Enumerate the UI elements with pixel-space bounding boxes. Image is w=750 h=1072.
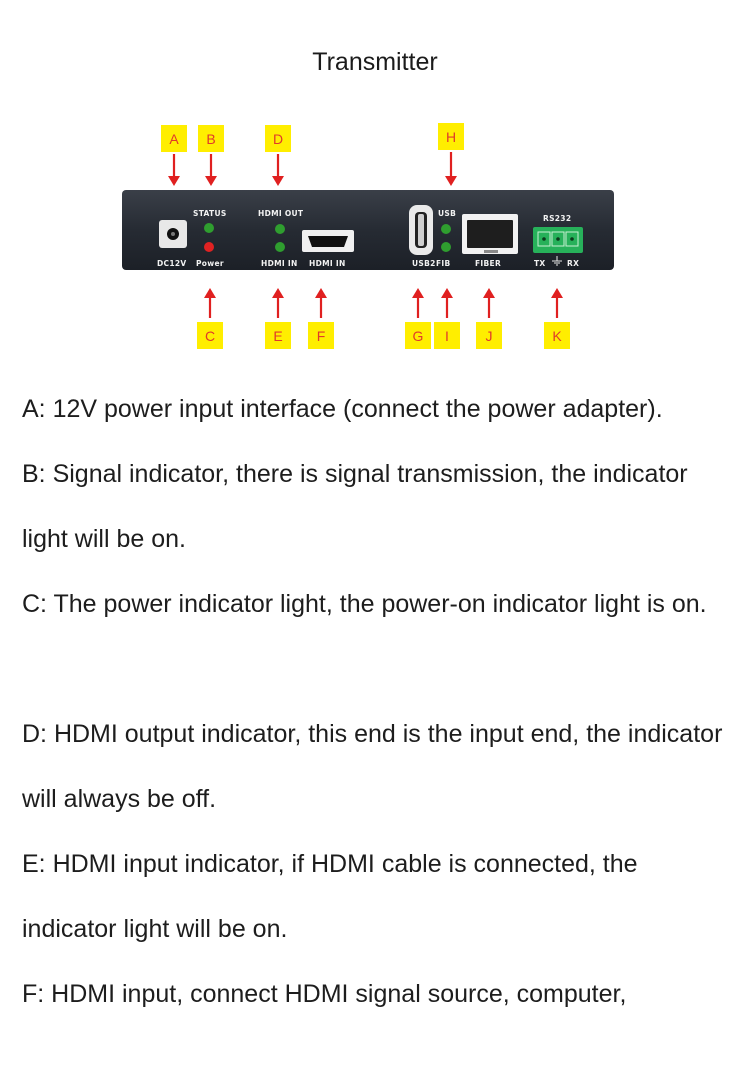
- usb-led: [441, 224, 451, 234]
- fib-led: [441, 242, 451, 252]
- description-f: F: HDMI input, connect HDMI signal sourc…: [22, 980, 627, 1008]
- description-a: A: 12V power input interface (connect th…: [22, 395, 663, 423]
- fiber-port: [462, 214, 518, 254]
- callout-e: E: [265, 288, 291, 349]
- rs232-terminal: [533, 227, 583, 253]
- callout-b: B: [198, 125, 224, 186]
- hdmi-out-led: [275, 224, 285, 234]
- dc-power-jack: [159, 220, 187, 248]
- svg-text:G: G: [413, 328, 424, 344]
- callout-g: G: [405, 288, 431, 349]
- svg-text:A: A: [169, 131, 179, 147]
- label-rx: RX: [567, 259, 579, 268]
- status-led: [204, 223, 214, 233]
- svg-text:H: H: [446, 129, 456, 145]
- callout-f: F: [308, 288, 334, 349]
- description-c: C: The power indicator light, the power-…: [22, 590, 707, 618]
- svg-text:I: I: [445, 328, 449, 344]
- callout-j: J: [476, 288, 502, 349]
- label-hdmi-in-led: HDMI IN: [261, 259, 298, 268]
- device-diagram: STATUS HDMI OUT USB RS232 DC12V Power HD…: [0, 110, 750, 360]
- label-hdmi-out: HDMI OUT: [258, 209, 304, 218]
- label-status: STATUS: [193, 209, 227, 218]
- callout-i: I: [434, 288, 460, 349]
- label-usb2: USB2: [412, 259, 436, 268]
- svg-text:F: F: [317, 328, 326, 344]
- label-fiber: FIBER: [475, 259, 501, 268]
- power-led: [204, 242, 214, 252]
- label-rs232: RS232: [543, 214, 571, 223]
- label-fib: FIB: [436, 259, 451, 268]
- ground-icon: [552, 256, 562, 266]
- label-usb: USB: [438, 209, 456, 218]
- usb2-port: [409, 205, 433, 255]
- page-title: Transmitter: [312, 48, 438, 76]
- label-dc12v: DC12V: [157, 259, 186, 268]
- description-d: D: HDMI output indicator, this end is th…: [22, 720, 723, 813]
- callout-d: D: [265, 125, 291, 186]
- callout-h: H: [438, 123, 464, 186]
- svg-text:D: D: [273, 131, 283, 147]
- hdmi-in-port: [302, 230, 354, 252]
- svg-text:B: B: [206, 131, 215, 147]
- hdmi-in-led: [275, 242, 285, 252]
- description-e: E: HDMI input indicator, if HDMI cable i…: [22, 850, 638, 943]
- description-b: B: Signal indicator, there is signal tra…: [22, 460, 688, 553]
- callout-c: C: [197, 288, 223, 349]
- callout-k: K: [544, 288, 570, 349]
- label-hdmi-in-port: HDMI IN: [309, 259, 346, 268]
- callout-a: A: [161, 125, 187, 186]
- svg-text:E: E: [273, 328, 282, 344]
- svg-text:C: C: [205, 328, 215, 344]
- label-tx: TX: [534, 259, 546, 268]
- label-power: Power: [196, 259, 224, 268]
- svg-text:K: K: [552, 328, 562, 344]
- svg-text:J: J: [486, 328, 493, 344]
